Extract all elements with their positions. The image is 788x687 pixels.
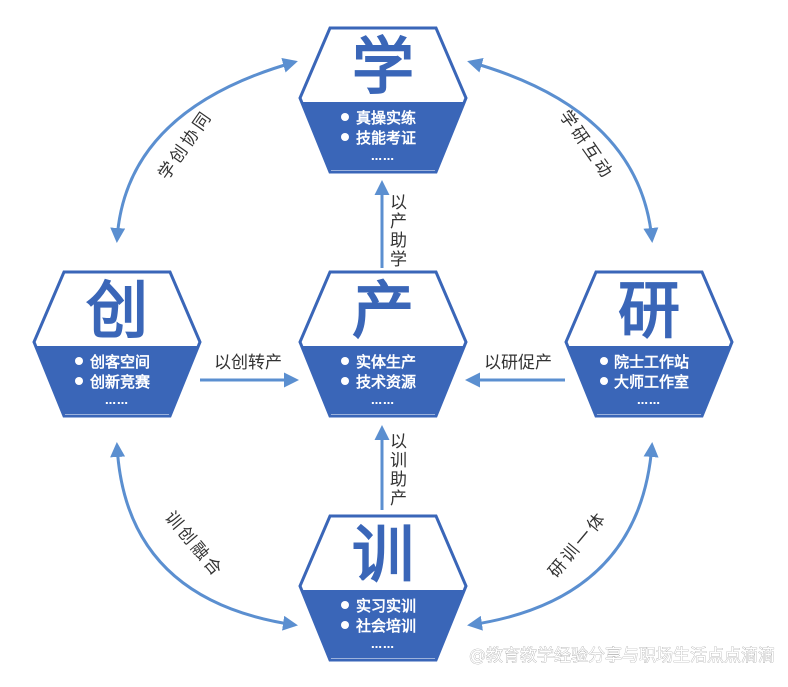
node-chan-char: 产 [352, 274, 414, 347]
node-chuang-char: 创 [86, 274, 148, 347]
arc-label-bottom-right: 研训一体 [545, 508, 612, 582]
node-yan-item-1: 院士工作站 [614, 353, 689, 371]
node-xun-char: 训 [352, 518, 414, 591]
node-chuang-item-2: 创新竞赛 [89, 373, 151, 391]
node-xue: 学 真操实练 技能考证 …… [298, 26, 468, 174]
arc-bottom-left [110, 442, 298, 631]
node-xun-item-2: 社会培训 [355, 617, 416, 635]
node-xun: 训 实习实训 社会培训 …… [298, 514, 468, 662]
node-yan-item-2: 大师工作室 [614, 373, 689, 391]
arc-bottom-right [467, 442, 659, 631]
node-chan: 产 实体生产 技术资源 …… [298, 270, 468, 418]
arc-top-left [110, 58, 298, 243]
node-xue-dots: …… [371, 150, 395, 163]
link-label-chan-xue: 以产助学 [386, 193, 407, 269]
arc-top-right [467, 58, 659, 243]
node-chuang: 创 创客空间 创新竞赛 …… [32, 270, 202, 418]
node-yan: 研 院士工作站 大师工作室 …… [564, 270, 734, 418]
link-label-xun-chan: 以训助产 [386, 432, 407, 508]
link-label-yan-chan: 以研促产 [484, 353, 552, 373]
node-chuang-dots: …… [105, 394, 129, 407]
node-chan-item-1: 实体生产 [356, 353, 416, 371]
node-chan-dots: …… [371, 394, 395, 407]
link-label-chuang-chan: 以创转产 [214, 353, 282, 373]
node-xun-item-1: 实习实训 [356, 597, 416, 615]
node-xue-char: 学 [352, 30, 414, 103]
node-yan-dots: …… [637, 394, 661, 407]
node-xun-dots: …… [371, 638, 395, 651]
node-chuang-item-1: 创客空间 [89, 353, 150, 371]
node-xue-item-2: 技能考证 [356, 129, 416, 147]
node-yan-char: 研 [618, 274, 680, 347]
node-chan-item-2: 技术资源 [356, 373, 416, 391]
node-xue-item-1: 真操实练 [356, 109, 416, 127]
watermark: @教育教学经验分享与职场生活点点滴滴 [469, 646, 775, 666]
arc-label-top-left: 学创协同 [155, 107, 217, 184]
